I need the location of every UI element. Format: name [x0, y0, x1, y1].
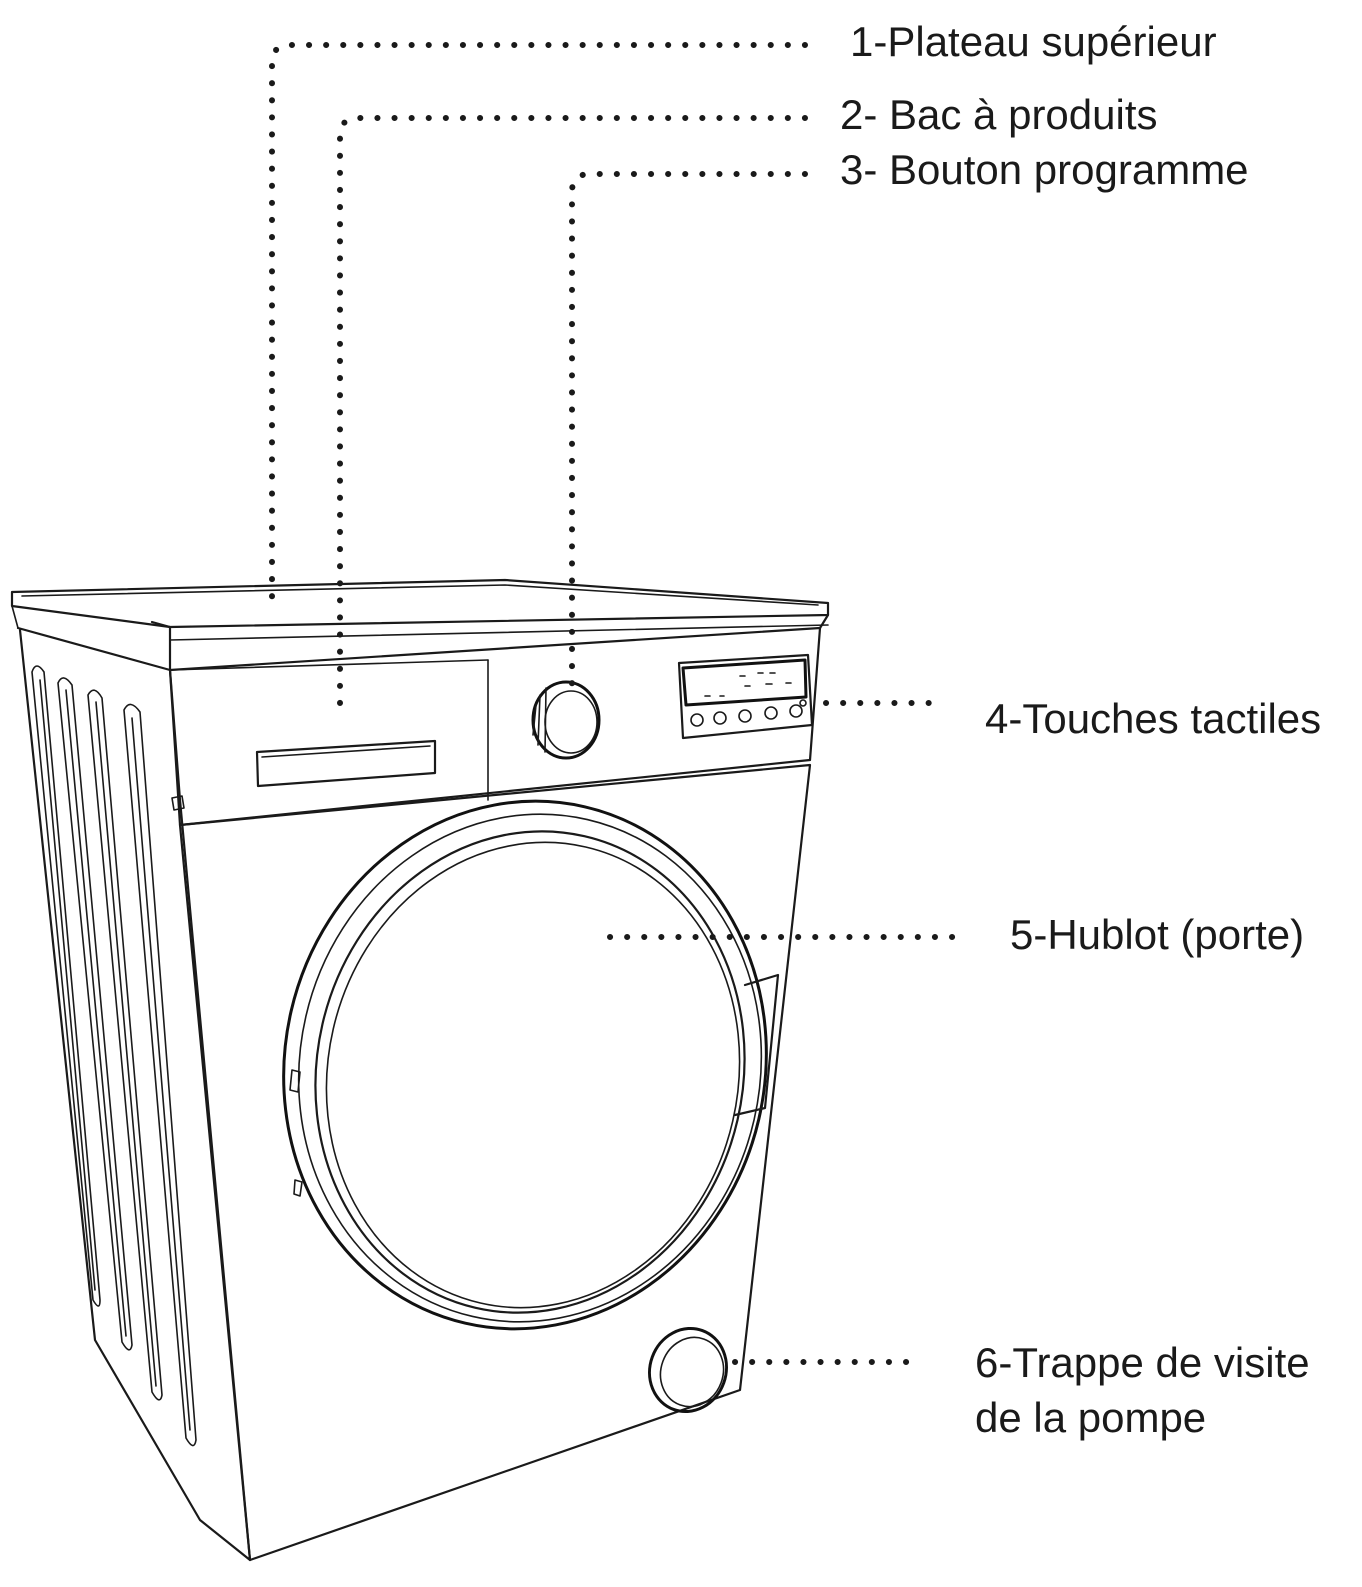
callout-top-plate: 1-Plateau supérieur: [850, 18, 1217, 65]
leader-line-1: [269, 42, 808, 603]
leader-line-2: [337, 115, 808, 706]
callout-touch-keys: 4-Touches tactiles: [985, 695, 1321, 742]
callout-pump-hatch-line-2: de la pompe: [975, 1394, 1206, 1441]
leader-lines: [269, 42, 963, 1365]
washing-machine: [10, 578, 830, 1562]
door-drawing: [282, 799, 780, 1331]
front-panel-drawing: [168, 626, 822, 1562]
pump-hatch-drawing: [648, 1326, 728, 1414]
top-plate-drawing: [10, 578, 830, 672]
side-panel-drawing: [16, 626, 252, 1562]
callout-labels: 1-Plateau supérieur 2- Bac à produits 3-…: [840, 18, 1321, 1441]
callout-program-knob: 3- Bouton programme: [840, 146, 1249, 193]
callout-pump-hatch-line-1: 6-Trappe de visite: [975, 1339, 1310, 1386]
touch-keys-drawing: [677, 653, 814, 740]
callout-door: 5-Hublot (porte): [1010, 911, 1304, 958]
leader-line-3: [569, 171, 808, 688]
detergent-drawer-drawing: [255, 739, 437, 788]
callout-detergent-drawer: 2- Bac à produits: [840, 91, 1158, 138]
program-knob-drawing: [531, 680, 601, 760]
